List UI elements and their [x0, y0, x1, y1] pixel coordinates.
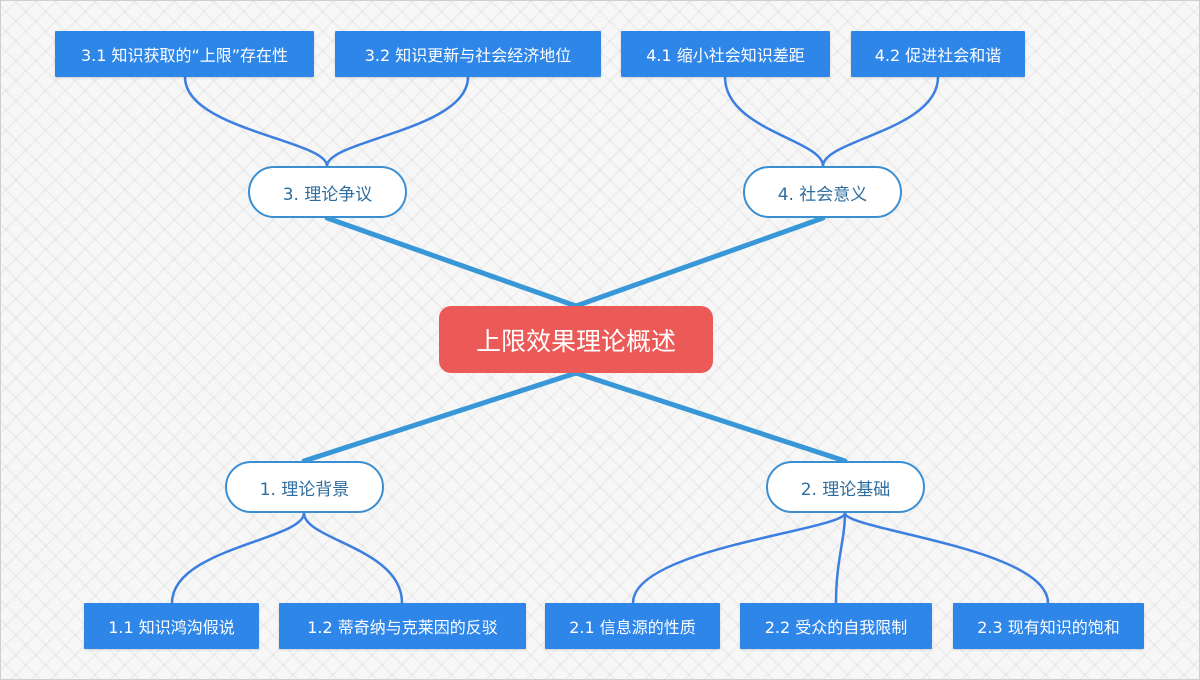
trunk-line-3	[324, 215, 579, 309]
branch-theory-background[interactable]: 1. 理论背景	[225, 461, 384, 513]
leaf-2-3[interactable]: 2.3 现有知识的饱和	[953, 603, 1144, 649]
leaf-line-1-2	[302, 512, 404, 604]
central-topic[interactable]: 上限效果理论概述	[439, 306, 713, 373]
leaf-line-3-1	[183, 76, 329, 167]
leaf-4-1[interactable]: 4.1 缩小社会知识差距	[621, 31, 830, 77]
leaf-3-1[interactable]: 3.1 知识获取的“上限”存在性	[55, 31, 314, 77]
leaf-line-2-3	[843, 512, 1050, 604]
branch-social-significance[interactable]: 4. 社会意义	[743, 166, 902, 218]
leaf-line-3-2	[325, 76, 470, 167]
branch-theory-controversy[interactable]: 3. 理论争议	[248, 166, 407, 218]
trunk-line-2	[573, 370, 848, 464]
leaf-line-2-1	[631, 512, 847, 604]
leaf-2-1[interactable]: 2.1 信息源的性质	[545, 603, 720, 649]
leaf-4-2[interactable]: 4.2 促进社会和谐	[851, 31, 1025, 77]
leaf-line-4-1	[723, 76, 825, 167]
leaf-1-1[interactable]: 1.1 知识鸿沟假说	[84, 603, 259, 649]
trunk-line-4	[573, 215, 826, 309]
leaf-line-2-2	[834, 512, 847, 604]
trunk-line-1	[301, 370, 579, 464]
leaf-line-1-1	[170, 512, 306, 604]
leaf-3-2[interactable]: 3.2 知识更新与社会经济地位	[335, 31, 601, 77]
leaf-2-2[interactable]: 2.2 受众的自我限制	[740, 603, 932, 649]
leaf-1-2[interactable]: 1.2 蒂奇纳与克莱因的反驳	[279, 603, 526, 649]
leaf-line-4-2	[821, 76, 940, 167]
branch-theory-foundation[interactable]: 2. 理论基础	[766, 461, 925, 513]
